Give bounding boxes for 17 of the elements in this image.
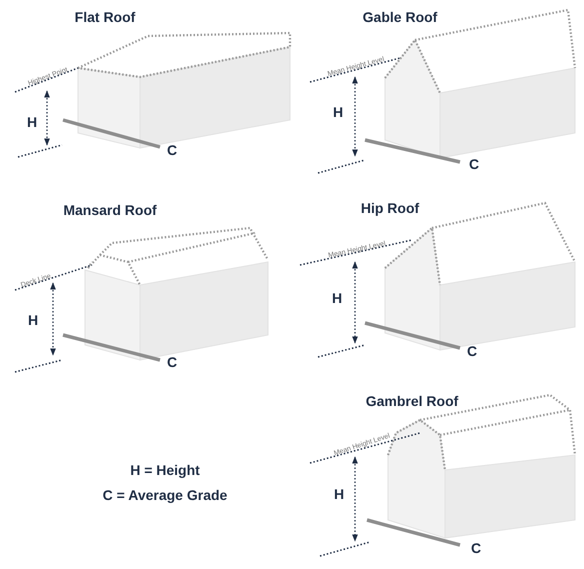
dimension-label: C	[466, 344, 478, 358]
roof-type-title: Flat Roof	[74, 10, 136, 24]
dimension-label: C	[166, 143, 178, 157]
roof-type-title: Mansard Roof	[63, 203, 157, 217]
dimension-label: H	[334, 487, 344, 501]
dimension-label: H	[332, 105, 344, 119]
dimension-label: H	[26, 115, 38, 129]
key-text: C = Average Grade	[102, 488, 228, 502]
key-text: H = Height	[130, 463, 200, 477]
roof-type-title: Gable Roof	[362, 10, 438, 24]
dimension-label: H	[28, 313, 38, 327]
dimension-label: C	[470, 541, 482, 555]
dimension-label: C	[166, 355, 178, 369]
dimension-label: C	[468, 157, 480, 171]
roof-type-title: Gambrel Roof	[366, 394, 458, 408]
dimension-label: H	[332, 291, 342, 305]
roof-type-title: Hip Roof	[360, 201, 420, 215]
